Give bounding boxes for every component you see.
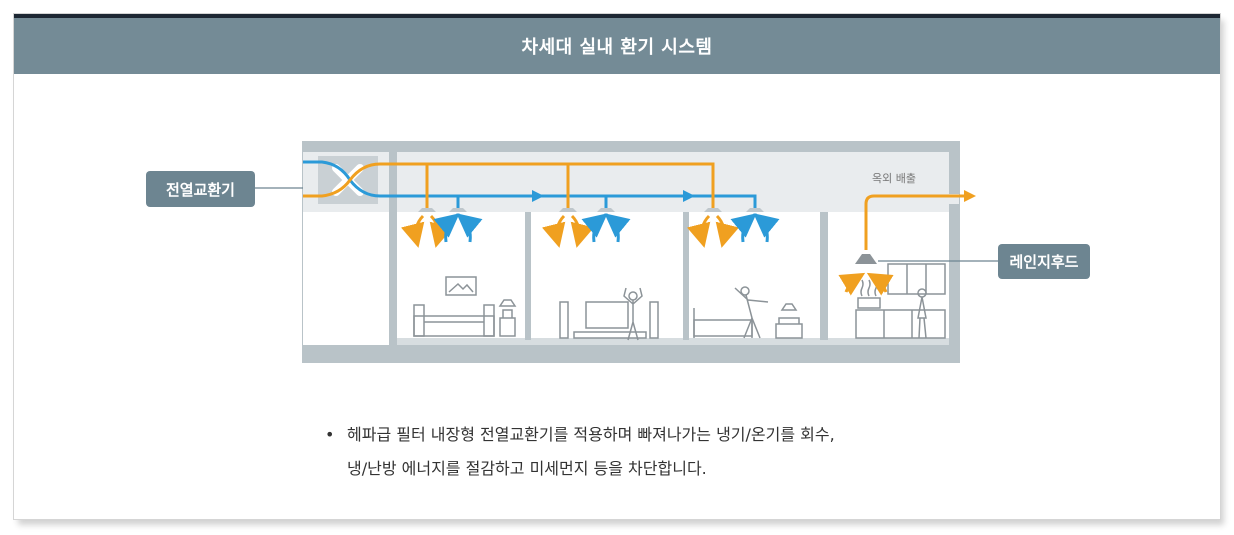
erv-label: 전열교환기 — [146, 171, 255, 207]
caption-line-2: 냉/난방 에너지를 절감하고 미세먼지 등을 차단합니다. — [347, 459, 707, 478]
range-hood-label: 레인지후드 — [998, 244, 1090, 279]
range-hood-label-text: 레인지후드 — [1009, 253, 1079, 271]
diffusers — [400, 208, 780, 248]
erv-label-text: 전열교환기 — [165, 180, 235, 199]
caption-line-1: 헤파급 필터 내장형 전열교환기를 적용하며 빠져나가는 냉기/온기를 회수, — [347, 425, 835, 444]
bullet-point: • — [325, 425, 335, 444]
top-border — [14, 14, 1220, 18]
caption-block: • 헤파급 필터 내장형 전열교환기를 적용하며 빠져나가는 냉기/온기를 회수… — [325, 418, 1025, 486]
header-bar: 차세대 실내 환기 시스템 — [14, 18, 1220, 74]
kitchen-heat-arrows — [838, 272, 894, 296]
outdoor-exhaust-label: 옥외 배출 — [872, 172, 916, 185]
bedroom-illustration — [693, 286, 803, 339]
living-room-illustration — [413, 276, 517, 337]
supply-duct-orange — [303, 162, 715, 210]
exhaust-out-arrow — [964, 190, 976, 202]
kitchen-exhaust-duct — [864, 194, 966, 250]
tv-room-illustration — [559, 287, 659, 341]
flow-arrows-blue — [532, 190, 695, 202]
page-title: 차세대 실내 환기 시스템 — [521, 37, 713, 58]
